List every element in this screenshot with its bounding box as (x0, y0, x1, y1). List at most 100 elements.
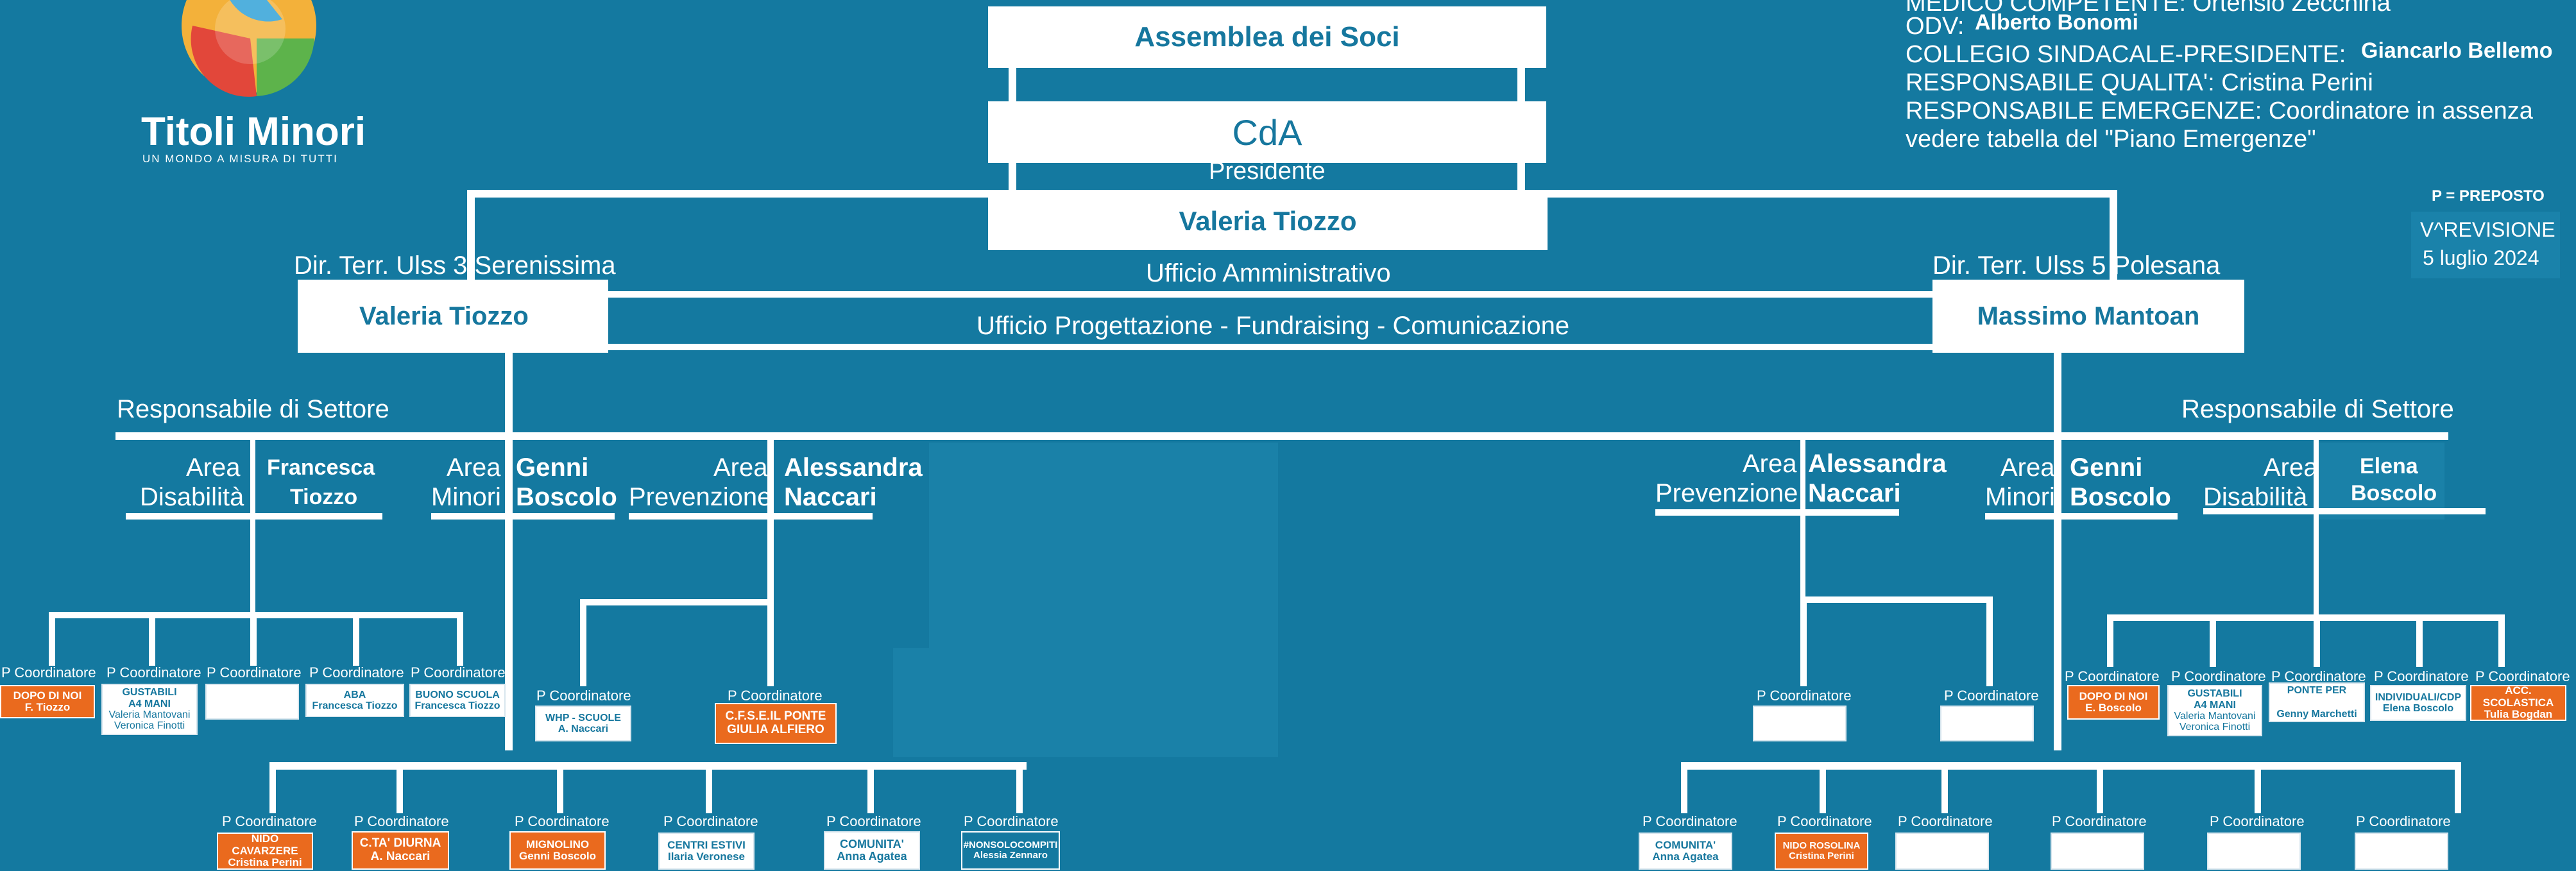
service-node[interactable] (1940, 706, 2034, 741)
connector (580, 599, 774, 605)
connector (603, 344, 1938, 350)
service-node[interactable] (2355, 833, 2448, 870)
presidente-label: Presidente (1209, 158, 1326, 185)
logo-name: Titoli Minori (141, 110, 366, 154)
coord-label: P Coordinatore (2356, 813, 2451, 829)
coord-label: P Coordinatore (2374, 668, 2469, 684)
legend-preposto: P = PREPOSTO (2432, 187, 2545, 205)
info-emergenze-1: RESPONSABILE EMERGENZE: Coordinatore in … (1906, 97, 2533, 124)
left-dir-box: Valeria Tiozzo (298, 280, 608, 353)
connector (1517, 67, 1525, 105)
right-dir-box: Massimo Mantoan (1932, 280, 2244, 353)
connector (603, 291, 1938, 298)
info-medico: MEDICO COMPETENTE: Ortensio Zecchina (1906, 0, 2391, 17)
service-node[interactable] (2207, 833, 2301, 870)
connector (1800, 513, 1805, 600)
info-odv-label: ODV: (1906, 13, 1965, 40)
coord-label: P Coordinatore (1898, 813, 1993, 829)
logo-icon (182, 0, 316, 97)
coord-label: P Coordinatore (663, 813, 758, 829)
info-qualita: RESPONSABILE QUALITA': Cristina Perini (1906, 69, 2373, 96)
service-node[interactable] (1753, 706, 1847, 741)
connector (1681, 762, 2461, 770)
coord-label: P Coordinatore (1777, 813, 1872, 829)
assemblea-box: Assemblea dei Soci (988, 6, 1546, 68)
connector (1517, 160, 1525, 190)
ufficio-amministrativo: Ufficio Amministrativo (1146, 259, 1391, 287)
coord-label: P Coordinatore (728, 688, 823, 704)
connector (250, 518, 255, 614)
coord-label: P Coordinatore (515, 813, 610, 829)
left-dir-label: Dir. Terr. Ulss 3 Serenissima (294, 251, 616, 280)
coord-label: P Coordinatore (1757, 688, 1852, 704)
cda-box: CdA (988, 101, 1546, 163)
connector (269, 762, 1027, 770)
hidden-area (929, 443, 1278, 648)
connector (1800, 596, 1993, 603)
coord-label: P Coordinatore (826, 813, 921, 829)
coord-label: P Coordinatore (107, 664, 201, 681)
coord-label: P Coordinatore (2271, 668, 2366, 684)
coord-label: P Coordinatore (2210, 813, 2305, 829)
coord-label: P Coordinatore (1944, 688, 2039, 704)
hidden-area (893, 648, 1278, 757)
info-emergenze-2: vedere tabella del "Piano Emergenze" (1906, 126, 2316, 153)
connector (1009, 160, 1016, 190)
connector (2110, 190, 2117, 280)
legend-revision: V^REVISIONE (2420, 218, 2555, 241)
revision-box: V^REVISIONE 5 luglio 2024 (2411, 212, 2560, 278)
connector (2054, 353, 2061, 750)
connector (1009, 67, 1016, 105)
coord-label: P Coordinatore (1642, 813, 1737, 829)
coord-label: P Coordinatore (2475, 668, 2570, 684)
right-resp-label: Responsabile di Settore (2181, 395, 2454, 423)
service-node[interactable] (1895, 833, 1989, 870)
coord-label: P Coordinatore (2052, 813, 2147, 829)
logo-tagline: UN MONDO A MISURA DI TUTTI (142, 153, 338, 165)
coord-label: P Coordinatore (207, 664, 302, 681)
coord-label: P Coordinatore (411, 664, 506, 681)
left-resp-label: Responsabile di Settore (117, 395, 389, 423)
coord-label: P Coordinatore (964, 813, 1059, 829)
service-node[interactable] (2051, 833, 2144, 870)
info-collegio-name: Giancarlo Bellemo (2361, 38, 2553, 63)
coord-label: P Coordinatore (2171, 668, 2266, 684)
coord-label: P Coordinatore (309, 664, 404, 681)
coord-label: P Coordinatore (2065, 668, 2160, 684)
coord-label: P Coordinatore (1, 664, 96, 681)
coord-label: P Coordinatore (536, 688, 631, 704)
connector (505, 353, 513, 750)
service-node[interactable] (205, 684, 299, 720)
ufficio-progettazione: Ufficio Progettazione - Fundraising - Co… (977, 312, 1570, 340)
info-collegio-label: COLLEGIO SINDACALE-PRESIDENTE: (1906, 41, 2346, 68)
connector (2107, 614, 2505, 621)
connector (467, 190, 475, 280)
service-node[interactable]: COMUNITA'Anna Agatea (1639, 833, 1732, 870)
service-node[interactable]: COMUNITA'Anna Agatea (824, 831, 920, 870)
coord-label: P Coordinatore (354, 813, 449, 829)
legend-date: 5 luglio 2024 (2423, 246, 2539, 269)
coord-label: P Coordinatore (222, 813, 317, 829)
presidente-box: Valeria Tiozzo (988, 192, 1548, 250)
info-odv-name: Alberto Bonomi (1975, 10, 2138, 35)
connector (115, 432, 2448, 440)
logo: Titoli Minori UN MONDO A MISURA DI TUTTI (128, 0, 385, 167)
